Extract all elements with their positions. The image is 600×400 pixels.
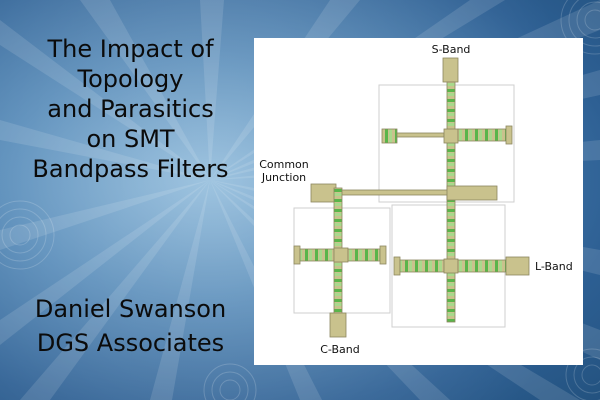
s-band-label: S-Band (432, 43, 471, 56)
c-band-port-pad (329, 312, 347, 338)
c-band-stub-left-end (293, 245, 301, 265)
ripple-rings-right (560, 0, 600, 400)
s-band-vertical-trace (446, 81, 456, 323)
c-band-junction (333, 247, 349, 263)
common-junction-pad (310, 183, 337, 203)
c-band-stub-left (299, 248, 335, 262)
author-block: Daniel Swanson DGS Associates (18, 292, 243, 360)
common-junction-stub (446, 185, 498, 201)
filter-outline-boxes (293, 84, 515, 328)
l-band-stub-left-end (393, 256, 401, 276)
title-line: The Impact of (47, 35, 214, 63)
s-band-stub-end (505, 125, 513, 145)
title-line: Bandpass Filters (32, 155, 229, 183)
l-band-horizontal-trace (457, 259, 507, 273)
title-line: Topology (77, 65, 184, 93)
common-feed-line (335, 189, 449, 196)
c-band-stub-right-end (379, 245, 387, 265)
traces (293, 57, 530, 338)
ripple-rings-left (0, 200, 55, 270)
c-band-label: C-Band (320, 343, 360, 356)
l-band-label: L-Band (535, 260, 573, 273)
s-band-port-pad (442, 57, 459, 83)
author-name: Daniel Swanson (34, 295, 227, 323)
filter-layout-diagram: S-Band Common Junction L-Band C-Band (259, 43, 573, 356)
author-affiliation: DGS Associates (36, 329, 225, 357)
l-band-junction (443, 258, 459, 274)
title-line: on SMT (86, 125, 175, 153)
triplexer-layout-figure: S-Band Common Junction L-Band C-Band (254, 38, 583, 365)
s-band-stub-left (381, 128, 398, 144)
common-junction-label-line2: Junction (261, 171, 306, 184)
l-band-port-pad (505, 256, 530, 276)
s-band-filter-outline (378, 84, 515, 203)
slide-title: The Impact of Topology and Parasitics on… (18, 34, 243, 184)
s-band-thin-line (396, 132, 445, 138)
s-band-stub-right (457, 128, 507, 142)
l-band-stub-left (399, 259, 445, 273)
c-band-stub-right (347, 248, 381, 262)
ripple-rings-bottom (203, 363, 257, 400)
s-band-junction (443, 128, 459, 144)
title-line: and Parasitics (47, 95, 214, 123)
common-junction-label-line1: Common (259, 158, 309, 171)
